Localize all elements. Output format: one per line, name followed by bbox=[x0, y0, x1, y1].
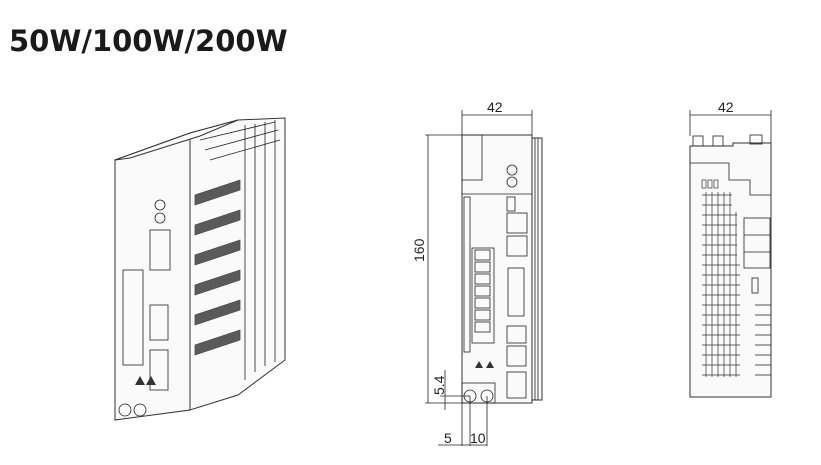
front-view: 42 160 5.4 5 10 bbox=[411, 99, 543, 446]
isometric-view bbox=[114, 117, 286, 421]
side-view: 42 bbox=[689, 99, 772, 398]
heatsink-fins bbox=[199, 120, 281, 380]
side-vents bbox=[194, 179, 241, 356]
terminal-block bbox=[474, 249, 491, 333]
front-width-label: 42 bbox=[487, 99, 503, 115]
vent-grid bbox=[701, 179, 740, 377]
terminal-pitch-right-label: 10 bbox=[470, 430, 486, 446]
terminal-offset-label: 5.4 bbox=[431, 375, 447, 395]
side-width-label: 42 bbox=[718, 99, 734, 115]
terminal-pitch-left-label: 5 bbox=[444, 430, 452, 446]
page-title: 50W/100W/200W bbox=[9, 24, 288, 58]
front-height-label: 160 bbox=[411, 238, 427, 262]
